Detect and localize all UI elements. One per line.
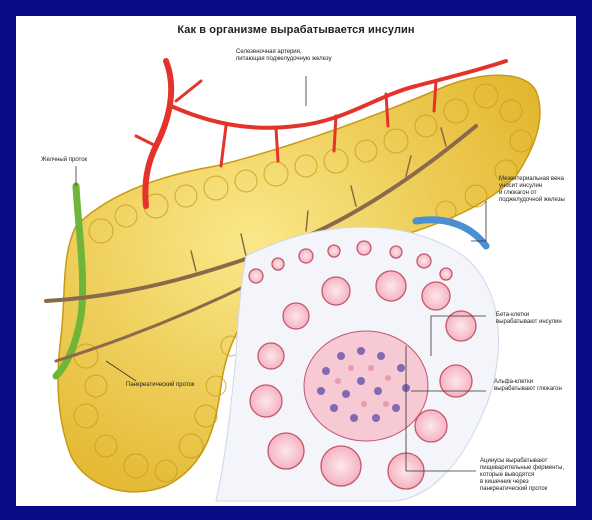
- label-mesenteric-vein: Мезентериальная вена уносит инсулин и гл…: [499, 176, 565, 204]
- label-bile-duct: Желчный проток: [41, 157, 87, 164]
- label-splenic-artery: Селезеночная артерия, питающая поджелудо…: [236, 49, 332, 63]
- label-acini: Ацинусы вырабатывают пищеварительные фер…: [480, 458, 564, 493]
- pancreas-illustration: [16, 16, 576, 506]
- label-pancreatic-duct: Панкреатический проток: [126, 382, 194, 389]
- islet-of-langerhans: [304, 331, 428, 441]
- diagram-title: Как в организме вырабатывается инсулин: [16, 24, 576, 36]
- label-beta-cells: Бета-клетки вырабатывают инсулин: [496, 312, 562, 326]
- diagram-panel: Как в организме вырабатывается инсулин С…: [16, 16, 576, 506]
- label-alpha-cells: Альфа-клетки вырабатывают глюкагон: [494, 379, 562, 393]
